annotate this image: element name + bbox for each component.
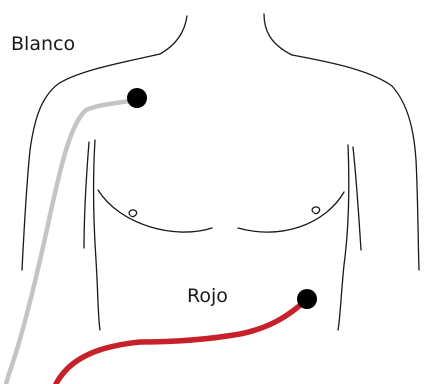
left-pectoral-line: [98, 190, 212, 232]
left-torso-side: [93, 140, 100, 330]
red-lead-wire: [56, 300, 306, 384]
left-nipple: [129, 210, 136, 217]
red-electrode-label: Rojo: [187, 287, 228, 306]
right-armpit-line: [353, 147, 361, 250]
left-armpit-line: [84, 142, 89, 248]
white-lead-wire: [6, 100, 136, 384]
neck-left-outline: [160, 16, 187, 54]
right-pectoral-line: [238, 192, 344, 232]
red-electrode[interactable]: [297, 289, 317, 309]
neck-right-outline: [264, 14, 292, 55]
right-nipple: [312, 207, 319, 214]
left-shoulder-outline: [22, 54, 160, 270]
right-torso-side: [338, 145, 349, 330]
white-electrode[interactable]: [127, 88, 147, 108]
right-shoulder-outline: [292, 55, 419, 270]
white-electrode-label: Blanco: [11, 35, 75, 54]
